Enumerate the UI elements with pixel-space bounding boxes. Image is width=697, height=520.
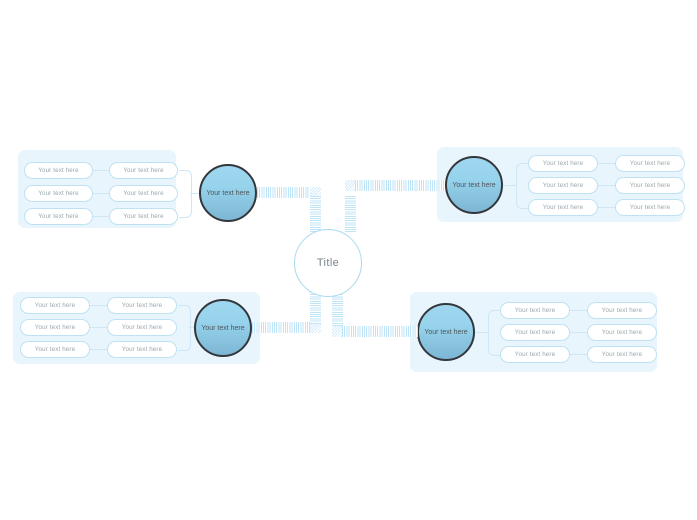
link-bottom-right-node xyxy=(475,332,489,333)
link-bottom-right-r3 xyxy=(570,354,588,355)
ribbon-top-left-vertical xyxy=(310,196,321,232)
link-top-right-r2 xyxy=(598,185,616,186)
link-bottom-right-r2 xyxy=(570,332,588,333)
subtopic-top-left-r2-outer[interactable]: Your text here xyxy=(24,185,93,202)
subtopic-bottom-left-r3-outer[interactable]: Your text here xyxy=(20,341,90,358)
branch-node-bottom-left-label: Your text here xyxy=(201,324,245,332)
ribbon-top-right-horizontal xyxy=(355,180,445,191)
subtopic-top-left-r1-inner[interactable]: Your text here xyxy=(109,162,178,179)
ribbon-bottom-left-horizontal xyxy=(252,322,310,333)
subtopic-top-left-r3-outer[interactable]: Your text here xyxy=(24,208,93,225)
ribbon-bottom-left-vertical xyxy=(310,292,321,324)
subtopic-top-right-r1-inner[interactable]: Your text here xyxy=(528,155,598,172)
subtopic-bottom-right-r1-inner[interactable]: Your text here xyxy=(500,302,570,319)
subtopic-top-right-r3-inner[interactable]: Your text here xyxy=(528,199,598,216)
subtopic-bottom-left-r1-outer[interactable]: Your text here xyxy=(20,297,90,314)
subtopic-top-right-r1-outer[interactable]: Your text here xyxy=(615,155,685,172)
link-bottom-left-r1 xyxy=(90,305,108,306)
link-top-left-node xyxy=(190,193,202,194)
link-top-left-r3 xyxy=(93,216,109,217)
elbow-top-right-lower xyxy=(516,185,529,209)
branch-node-top-right[interactable]: Your text here xyxy=(445,156,503,214)
ribbon-bottom-left-miter xyxy=(310,322,321,333)
subtopic-bottom-left-r1-inner[interactable]: Your text here xyxy=(107,297,177,314)
ribbon-top-left-miter xyxy=(310,187,321,198)
center-node-label: Title xyxy=(316,257,340,269)
branch-node-top-left-label: Your text here xyxy=(206,189,250,197)
subtopic-bottom-right-r3-inner[interactable]: Your text here xyxy=(500,346,570,363)
subtopic-bottom-right-r2-inner[interactable]: Your text here xyxy=(500,324,570,341)
branch-node-bottom-left[interactable]: Your text here xyxy=(194,299,252,357)
ribbon-top-left-horizontal xyxy=(257,187,310,198)
subtopic-bottom-left-r3-inner[interactable]: Your text here xyxy=(107,341,177,358)
subtopic-top-right-r2-outer[interactable]: Your text here xyxy=(615,177,685,194)
subtopic-bottom-right-r1-outer[interactable]: Your text here xyxy=(587,302,657,319)
branch-node-top-right-label: Your text here xyxy=(452,181,496,189)
link-top-right-node xyxy=(503,185,517,186)
branch-node-bottom-right[interactable]: Your text here xyxy=(417,303,475,361)
elbow-top-right-upper xyxy=(516,163,529,187)
link-top-right-r1 xyxy=(598,163,616,164)
subtopic-top-right-r3-outer[interactable]: Your text here xyxy=(615,199,685,216)
subtopic-bottom-left-r2-outer[interactable]: Your text here xyxy=(20,319,90,336)
subtopic-top-left-r2-inner[interactable]: Your text here xyxy=(109,185,178,202)
link-bottom-left-r3 xyxy=(90,349,108,350)
subtopic-bottom-right-r2-outer[interactable]: Your text here xyxy=(587,324,657,341)
ribbon-bottom-right-horizontal xyxy=(342,326,418,337)
elbow-top-left-upper xyxy=(179,170,192,195)
ribbon-top-right-miter xyxy=(345,180,356,191)
link-bottom-left-r2 xyxy=(90,327,108,328)
elbow-top-left-lower xyxy=(179,193,192,218)
ribbon-bottom-right-miter xyxy=(332,326,343,337)
link-bottom-right-r1 xyxy=(570,310,588,311)
branch-node-top-left[interactable]: Your text here xyxy=(199,164,257,222)
link-top-left-r2 xyxy=(93,193,109,194)
elbow-bottom-right-lower xyxy=(488,332,501,356)
ribbon-bottom-right-vertical xyxy=(332,292,343,327)
subtopic-top-right-r2-inner[interactable]: Your text here xyxy=(528,177,598,194)
link-top-right-r3 xyxy=(598,207,616,208)
subtopic-top-left-r1-outer[interactable]: Your text here xyxy=(24,162,93,179)
ribbon-top-right-vertical xyxy=(345,196,356,232)
elbow-bottom-right-upper xyxy=(488,310,501,334)
subtopic-bottom-left-r2-inner[interactable]: Your text here xyxy=(107,319,177,336)
elbow-bottom-left-upper xyxy=(178,305,191,329)
link-top-left-r1 xyxy=(93,170,109,171)
subtopic-bottom-right-r3-outer[interactable]: Your text here xyxy=(587,346,657,363)
branch-node-bottom-right-label: Your text here xyxy=(424,328,468,336)
subtopic-top-left-r3-inner[interactable]: Your text here xyxy=(109,208,178,225)
elbow-bottom-left-lower xyxy=(178,327,191,351)
center-node[interactable]: Title xyxy=(294,229,362,297)
